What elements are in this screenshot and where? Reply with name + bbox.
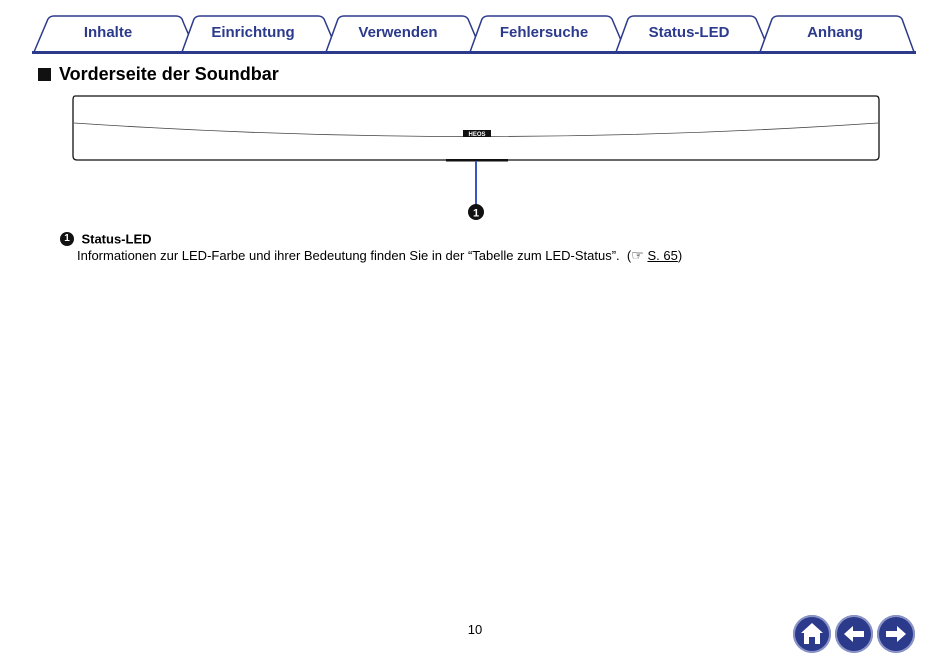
- callout-marker-number: 1: [473, 208, 479, 220]
- page-number: 10: [467, 622, 483, 637]
- back-button[interactable]: [835, 615, 873, 653]
- section-title: Vorderseite der Soundbar: [59, 64, 279, 84]
- tab-status-led[interactable]: Status-LED: [648, 24, 730, 41]
- tab-fehlersuche[interactable]: Fehlersuche: [499, 24, 589, 41]
- arrow-left-icon: [844, 626, 864, 642]
- tab-bar: Inhalte Einrichtung Verwenden Fehlersuch…: [0, 0, 950, 56]
- heading-square-icon: [38, 68, 51, 81]
- item-number: 1: [60, 231, 74, 246]
- forward-button[interactable]: [877, 615, 915, 653]
- callout-marker: [468, 204, 484, 220]
- tab-verwenden[interactable]: Verwenden: [358, 24, 438, 41]
- soundbar-illustration: HEOS 1: [72, 95, 880, 220]
- heos-logo: HEOS: [463, 130, 491, 138]
- pointing-hand-icon: ☞: [631, 247, 644, 263]
- soundbar-base: [446, 159, 508, 162]
- item-status-led: 1 Status-LED: [60, 230, 152, 248]
- tab-anhang[interactable]: Anhang: [807, 24, 863, 41]
- section-heading: Vorderseite der Soundbar: [38, 64, 279, 85]
- item-title: Status-LED: [81, 231, 152, 247]
- soundbar-body: [72, 95, 880, 161]
- arrow-right-icon: [886, 626, 906, 642]
- item-description: Informationen zur LED-Farbe und ihrer Be…: [77, 248, 620, 263]
- svg-text:HEOS: HEOS: [468, 132, 485, 138]
- home-button[interactable]: [793, 615, 831, 653]
- tab-bar-outline: [32, 15, 916, 54]
- tab-einrichtung[interactable]: Einrichtung: [211, 24, 295, 41]
- page-reference-link[interactable]: S. 65: [647, 248, 678, 263]
- home-icon: [801, 623, 823, 644]
- item-description-line: Informationen zur LED-Farbe und ihrer Be…: [77, 247, 683, 263]
- tab-inhalte[interactable]: Inhalte: [83, 24, 133, 41]
